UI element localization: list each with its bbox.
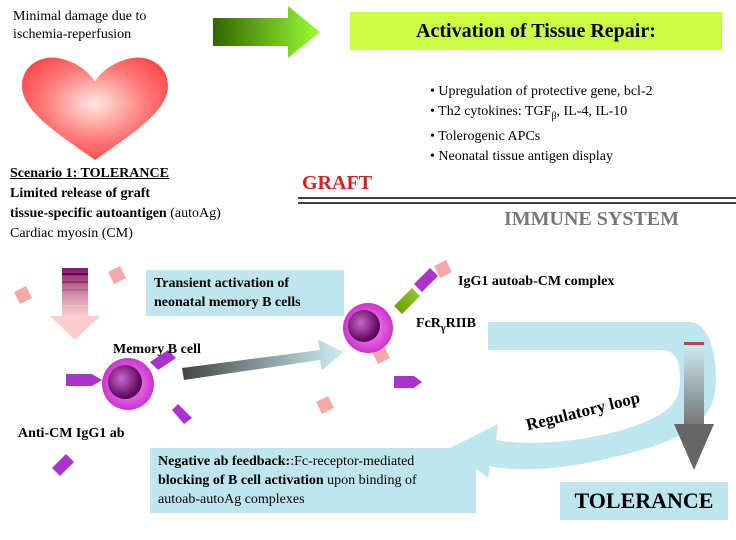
free-antibody-icon <box>394 376 422 388</box>
regulatory-loop-arc <box>450 322 716 478</box>
tolerance-label: TOLERANCE <box>560 482 728 520</box>
feedback-line-2: blocking of B cell activation upon bindi… <box>158 473 417 488</box>
immune-system-label: IMMUNE SYSTEM <box>504 208 680 230</box>
transient-line-1: Transient activation of <box>154 276 290 291</box>
transient-line-2: neonatal memory B cells <box>154 295 301 310</box>
activation-middle-arrow <box>182 340 344 380</box>
negative-feedback-box: Negative ab feedback::Fc-receptor-mediat… <box>150 448 476 513</box>
antibody-icon <box>66 374 102 386</box>
memory-b-cell <box>66 350 192 424</box>
graft-label: GRAFT <box>302 172 372 194</box>
note-line-2: ischemia-reperfusion <box>13 27 132 42</box>
scenario-line-1: Limited release of graft <box>10 186 151 201</box>
repair-bullet: Neonatal tissue antigen display <box>430 147 653 167</box>
repair-bullet: Tolerogenic APCs <box>430 127 653 147</box>
igg1-complex-label: IgG1 autoab-CM complex <box>458 274 615 289</box>
igg1-complex-icon <box>394 260 452 314</box>
heart-icon <box>22 57 168 161</box>
antibody-icon <box>172 404 192 424</box>
anti-cm-label: Anti-CM IgG1 ab <box>18 426 125 441</box>
antibody-icon <box>150 350 176 370</box>
repair-bullet-list: Upregulation of protective gene, bcl-2 T… <box>430 82 653 167</box>
tolerance-down-arrow <box>674 342 714 470</box>
transient-activation-box: Transient activation of neonatal memory … <box>146 270 344 316</box>
repair-bullet: Th2 cytokines: TGFβ, IL-4, IL-10 <box>430 102 653 127</box>
free-antibody-icon <box>52 454 74 476</box>
activation-arrow <box>213 6 320 58</box>
repair-bullet: Upregulation of protective gene, bcl-2 <box>430 82 652 102</box>
fc-receptor-label: FcRγRIIB <box>416 316 476 334</box>
scenario-line-3: Cardiac myosin (CM) <box>10 226 133 241</box>
note-line-1: Minimal damage due to <box>13 9 147 24</box>
autoantigen-fragments <box>14 266 390 414</box>
memory-b-cell-label: Memory B cell <box>113 342 201 357</box>
scenario-block: Scenario 1: TOLERANCE Limited release of… <box>10 164 221 244</box>
scenario-title: Scenario 1: TOLERANCE <box>10 166 169 181</box>
scenario-line-2: tissue-specific autoantigen (autoAg) <box>10 206 221 221</box>
activation-title: Activation of Tissue Repair: <box>350 12 722 50</box>
activated-b-cell <box>343 303 393 353</box>
release-down-arrow <box>50 268 100 340</box>
feedback-line-1: Negative ab feedback::Fc-receptor-mediat… <box>158 454 415 469</box>
top-left-note: Minimal damage due to ischemia-reperfusi… <box>13 8 146 44</box>
feedback-line-3: autoab-autoAg complexes <box>158 492 305 507</box>
